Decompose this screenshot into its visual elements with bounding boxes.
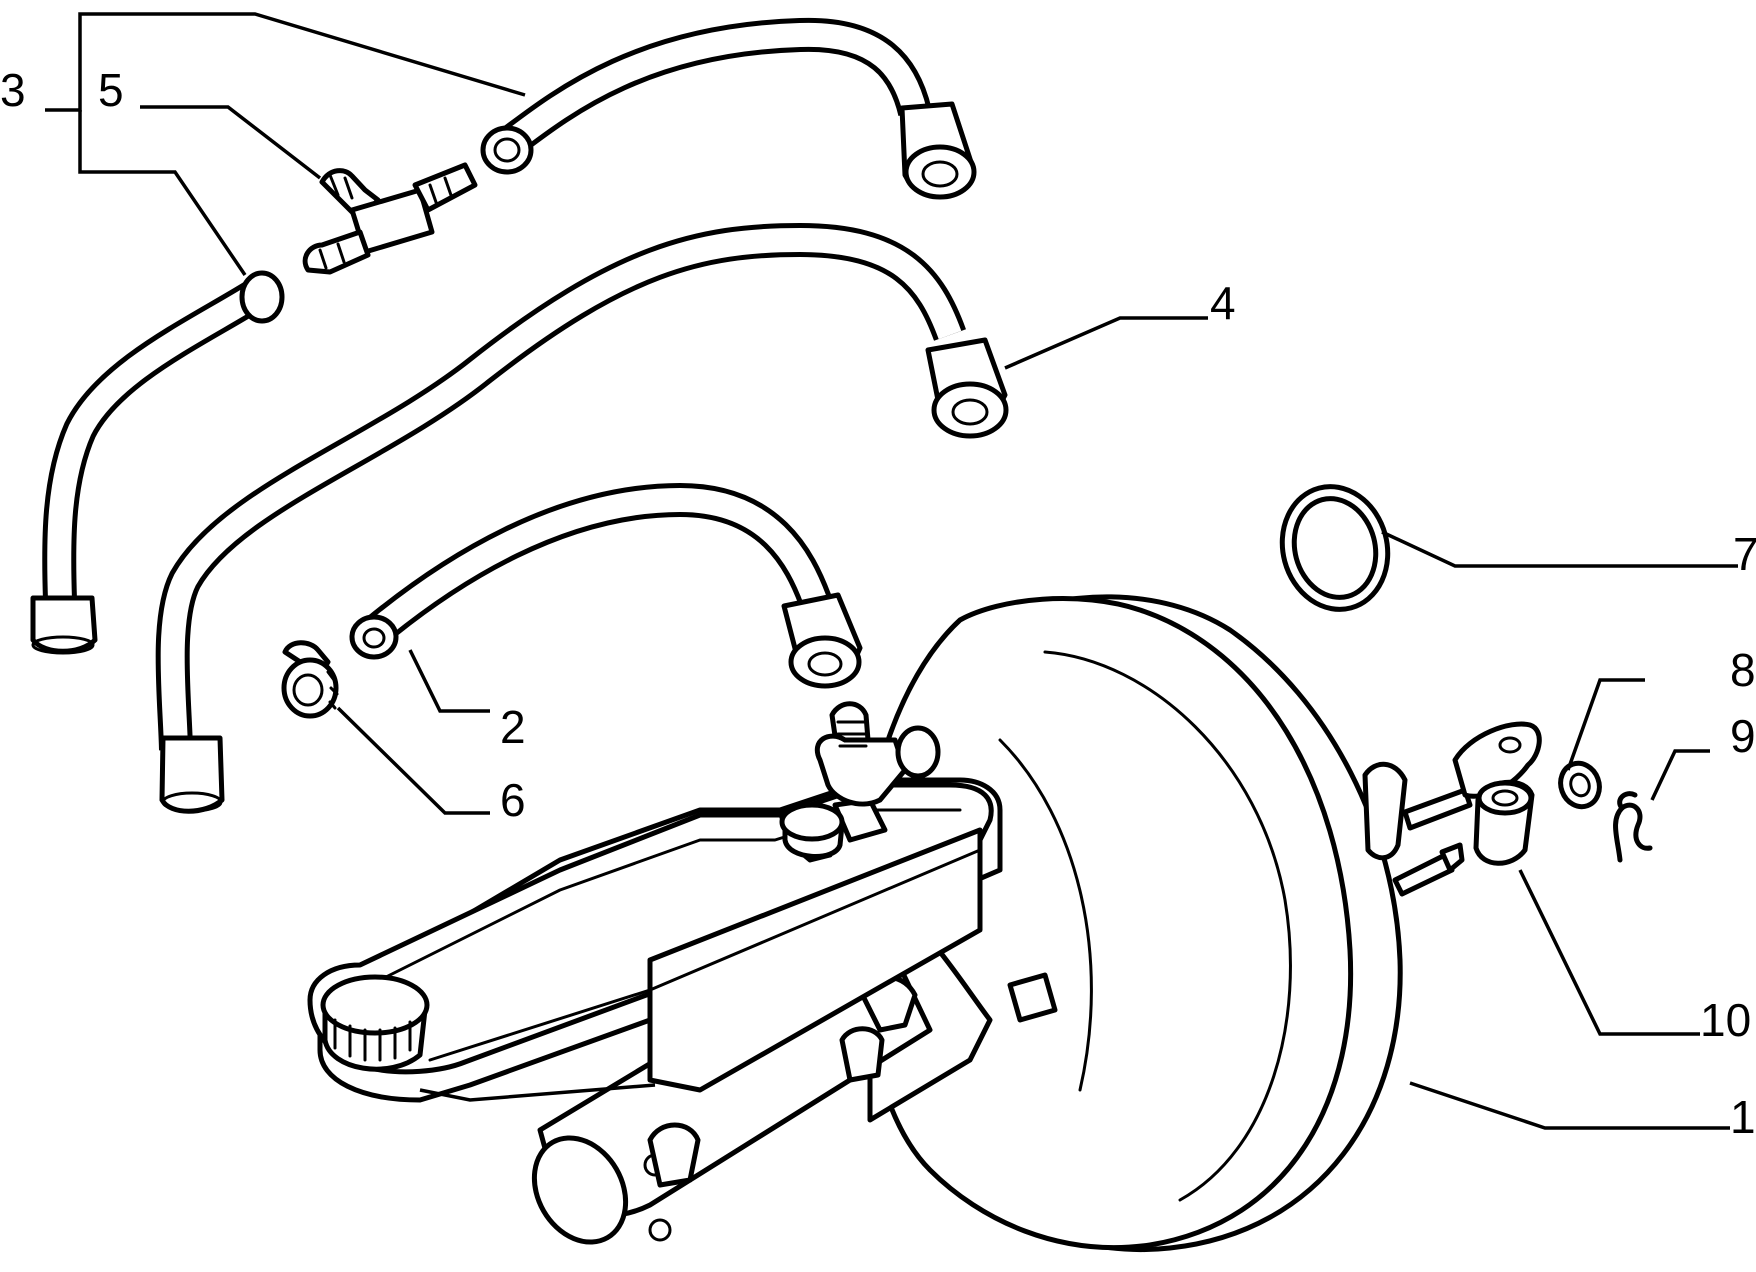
spring-clip-part-9: [1613, 791, 1653, 863]
leader-lines: [45, 12, 1738, 1130]
callout-2: 2: [500, 701, 526, 753]
callout-8: 8: [1730, 644, 1756, 696]
hose-part-3-upper: [480, 17, 977, 200]
callout-6: 6: [500, 774, 526, 826]
t-connector-part-5: [302, 162, 478, 275]
hose-part-2: [349, 483, 863, 689]
brake-booster-part-1: [857, 594, 1403, 1252]
callout-5: 5: [98, 64, 124, 116]
hose-part-3-lower: [30, 270, 285, 655]
callout-4: 4: [1210, 277, 1236, 329]
hose-part-4: [155, 223, 1009, 814]
callout-10: 10: [1700, 994, 1751, 1046]
callout-3: 3: [0, 64, 26, 116]
hose-clamp-part-6: [281, 640, 339, 719]
callout-7: 7: [1733, 528, 1756, 580]
booster-push-rod: [1362, 721, 1542, 897]
reservoir-cap-large: [320, 974, 430, 1072]
reservoir-cap-small: [779, 802, 845, 859]
callout-labels: 3 5 4 7 8 9 2 6 10 1: [0, 64, 1756, 1143]
bushing-part-10: [1473, 779, 1535, 866]
seal-ring-part-7: [1279, 484, 1391, 612]
callout-9: 9: [1730, 710, 1756, 762]
callout-1: 1: [1730, 1091, 1756, 1143]
vacuum-check-valve: [815, 701, 941, 807]
washer-part-8: [1558, 760, 1602, 810]
